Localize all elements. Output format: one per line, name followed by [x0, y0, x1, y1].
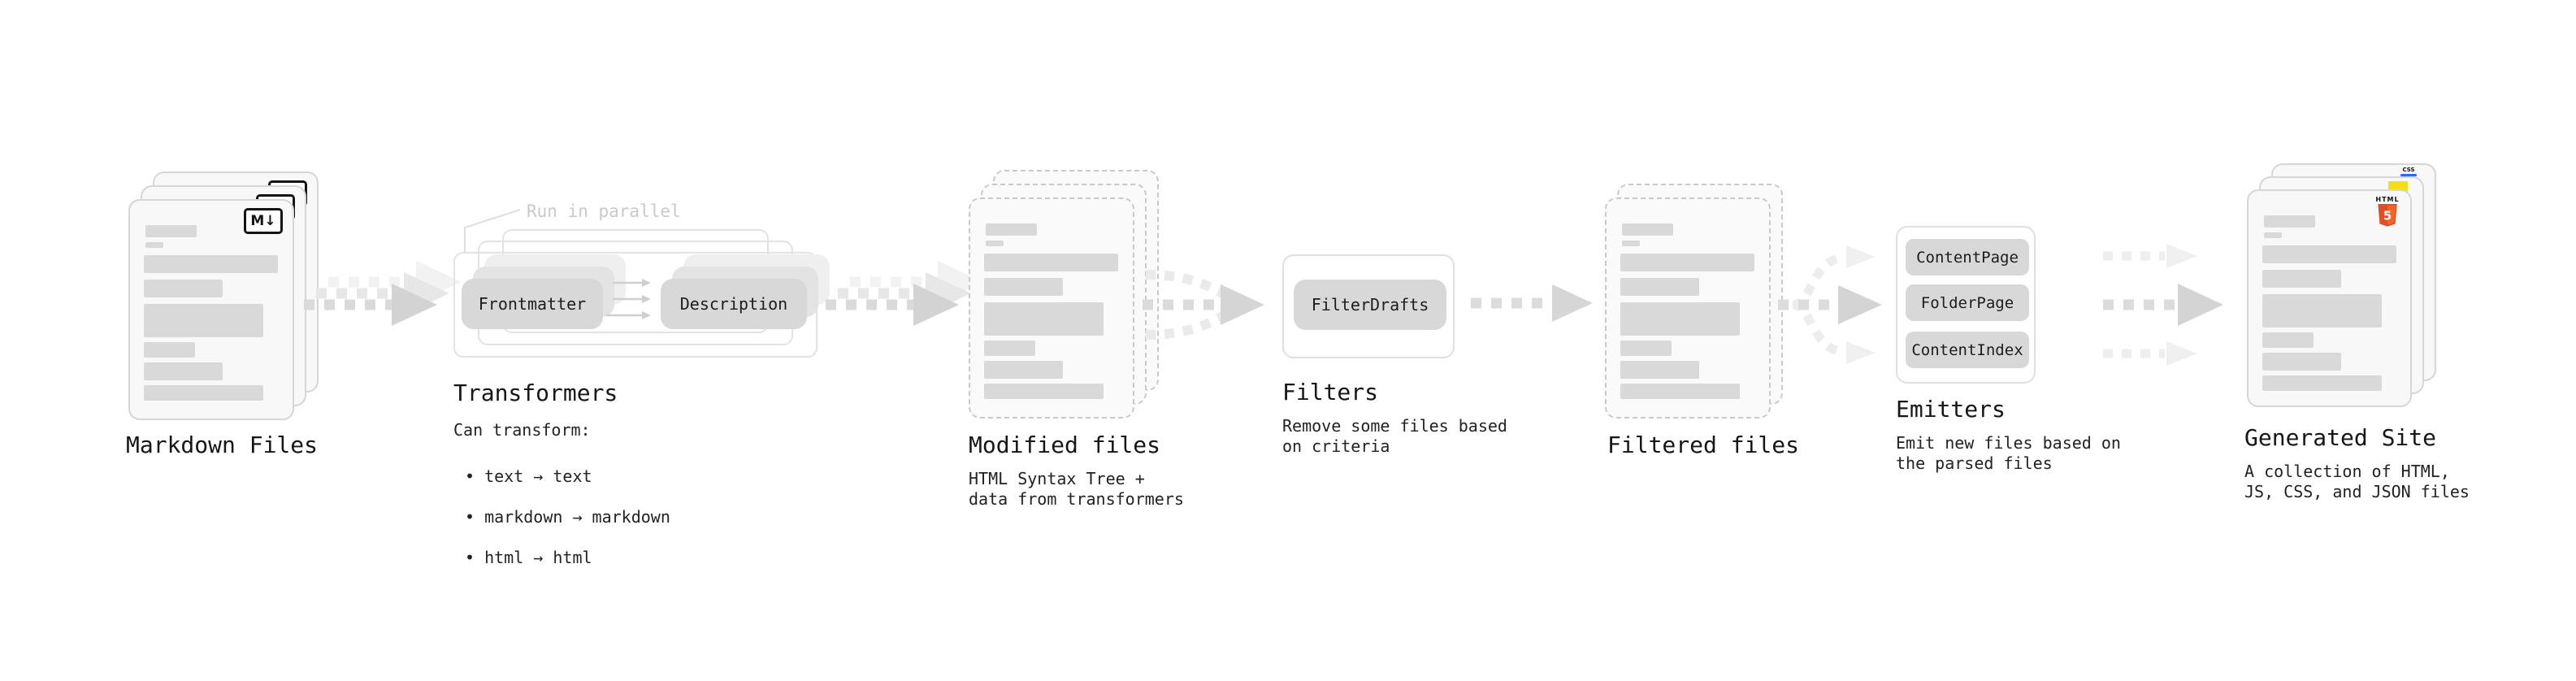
filter-pill-filterdrafts: FilterDrafts — [1294, 280, 1446, 330]
markdown-icon: M↓ — [244, 208, 283, 234]
stage-filters: FilterDrafts — [1282, 254, 1455, 358]
split-arrow-icon — [1778, 245, 1882, 364]
placeholder-bar — [144, 255, 278, 273]
placeholder-bar — [984, 384, 1104, 399]
markdown-icon-text: M↓ — [250, 213, 276, 229]
placeholder-bar — [1620, 361, 1699, 379]
stage-title-filters: Filters — [1282, 379, 1379, 406]
triple-dashed-arrow-icon — [2103, 244, 2223, 366]
placeholder-bar — [1620, 278, 1699, 296]
transform-bullet: • html → html — [465, 548, 592, 567]
placeholder-bar — [986, 241, 1004, 246]
placeholder-bar — [984, 340, 1035, 356]
placeholder-bar — [2262, 245, 2396, 263]
placeholder-bar — [2264, 232, 2282, 238]
transformers-bullets: • text → text • markdown → markdown • ht… — [453, 446, 670, 588]
stage-transformers: Run in parallel Frontmatter Description — [453, 202, 830, 367]
filters-desc: Remove some files based on criteria — [1282, 416, 1507, 456]
placeholder-bar — [2262, 270, 2341, 288]
placeholder-bar — [2262, 375, 2382, 391]
transformer-pill-description: Description — [661, 279, 807, 329]
placeholder-bar — [984, 302, 1104, 336]
placeholder-bar — [1622, 223, 1673, 236]
generated-site-desc: A collection of HTML, JS, CSS, and JSON … — [2244, 462, 2470, 501]
placeholder-bar — [986, 223, 1037, 236]
stage-title-emitters: Emitters — [1896, 396, 2006, 423]
placeholder-bar — [2264, 215, 2315, 228]
placeholder-bar — [984, 361, 1063, 379]
stage-title-filtered-files: Filtered files — [1607, 432, 1800, 458]
dashed-arrow-icon — [304, 261, 462, 326]
annotation-leader-line — [464, 209, 521, 254]
html5-icon-number: 5 — [2383, 209, 2392, 223]
doc-card-dashed — [969, 197, 1134, 419]
parallel-arrows-icon — [606, 279, 651, 319]
transformer-pill-frontmatter: Frontmatter — [462, 279, 603, 329]
css-badge-underline — [2400, 174, 2417, 176]
dashed-arrow-icon — [826, 261, 983, 326]
placeholder-bar — [144, 362, 223, 380]
css-badge-icon: CSS — [2400, 167, 2417, 176]
emitters-desc: Emit new files based on the parsed files — [1896, 433, 2121, 473]
css-badge-text: CSS — [2402, 167, 2415, 173]
transformers-desc-heading: Can transform: — [453, 420, 591, 440]
transform-bullet: • text → text — [465, 466, 592, 486]
placeholder-bar — [144, 385, 263, 401]
emitter-pill-folderpage: FolderPage — [1906, 284, 2029, 321]
doc-card: HTML 5 — [2247, 189, 2412, 407]
run-in-parallel-annotation: Run in parallel — [527, 202, 681, 221]
html5-shield-icon: 5 — [2378, 204, 2397, 227]
placeholder-bar — [2262, 294, 2382, 327]
stage-title-transformers: Transformers — [453, 380, 618, 406]
doc-card: M↓ — [128, 199, 294, 420]
placeholder-bar — [145, 242, 163, 248]
placeholder-bar — [1620, 384, 1740, 399]
placeholder-bar — [144, 342, 195, 358]
emitter-pill-contentpage: ContentPage — [1906, 239, 2029, 275]
stage-title-modified-files: Modified files — [969, 432, 1161, 458]
stage-title-markdown-files: Markdown Files — [126, 432, 319, 458]
merge-arrow-icon — [1143, 270, 1264, 340]
placeholder-bar — [2262, 353, 2341, 371]
stage-emitters: ContentPage FolderPage ContentIndex — [1896, 226, 2036, 384]
html5-icon-label: HTML — [2375, 196, 2400, 203]
placeholder-bar — [1620, 254, 1754, 271]
placeholder-bar — [1622, 241, 1640, 246]
placeholder-bar — [144, 304, 263, 337]
modified-files-desc: HTML Syntax Tree + data from transformer… — [969, 469, 1184, 509]
placeholder-bar — [1620, 302, 1740, 336]
placeholder-bar — [2262, 332, 2314, 348]
doc-card-dashed — [1605, 197, 1771, 419]
html5-icon: HTML 5 — [2373, 196, 2402, 227]
placeholder-bar — [144, 280, 223, 297]
placeholder-bar — [145, 225, 197, 237]
placeholder-bar — [1620, 340, 1672, 356]
transform-bullet: • markdown → markdown — [465, 507, 670, 527]
emitter-pill-contentindex: ContentIndex — [1906, 332, 2029, 368]
stage-title-generated-site: Generated Site — [2244, 424, 2437, 451]
dashed-arrow-icon — [1471, 284, 1593, 322]
placeholder-bar — [984, 254, 1118, 271]
placeholder-bar — [984, 278, 1063, 296]
